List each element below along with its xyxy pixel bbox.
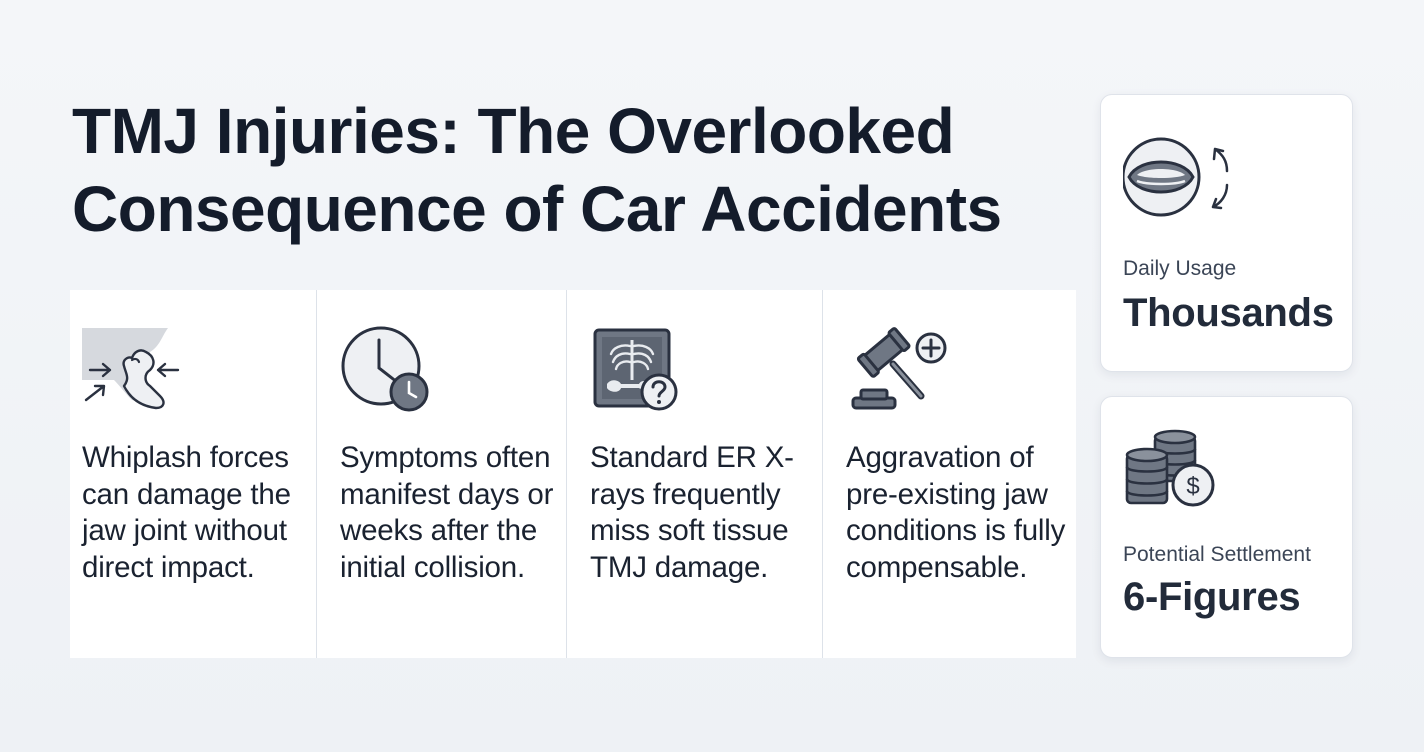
fact-card-delayed-symptoms: Symptoms often manifest days or weeks af… <box>316 290 566 658</box>
stat-label: Potential Settlement <box>1123 543 1311 566</box>
fact-card-aggravation: Aggravation of pre-existing jaw conditio… <box>822 290 1076 658</box>
fact-text: Symptoms often manifest days or weeks af… <box>340 441 554 584</box>
jaw-impact-icon <box>82 328 180 410</box>
stat-card-potential-settlement: $ Potential Settlement 6-Figures <box>1100 396 1353 658</box>
fact-text: Whiplash forces can damage the jaw joint… <box>82 441 291 584</box>
gavel-plus-icon <box>851 327 947 410</box>
title-line-2: Consequence of Car Accidents <box>72 173 1002 245</box>
stat-card-daily-usage: Daily Usage Thousands <box>1100 94 1353 372</box>
facts-row: Whiplash forces can damage the jaw joint… <box>70 290 1076 658</box>
stat-value: Thousands <box>1123 291 1334 335</box>
page-title: TMJ Injuries: The Overlooked Consequence… <box>72 92 1082 248</box>
xray-question-icon <box>593 328 678 411</box>
fact-text: Aggravation of pre-existing jaw conditio… <box>846 441 1066 584</box>
fact-text: Standard ER X-rays frequently miss soft … <box>590 441 794 584</box>
clock-icon <box>341 326 429 412</box>
stat-value: 6-Figures <box>1123 575 1301 619</box>
mouth-rotation-icon <box>1123 137 1229 217</box>
title-line-1: TMJ Injuries: The Overlooked <box>72 95 955 167</box>
fact-card-xray: Standard ER X-rays frequently miss soft … <box>566 290 822 658</box>
stat-label: Daily Usage <box>1123 257 1237 280</box>
svg-text:$: $ <box>1186 473 1199 500</box>
fact-card-whiplash: Whiplash forces can damage the jaw joint… <box>70 290 316 658</box>
coins-dollar-icon: $ <box>1125 429 1215 507</box>
